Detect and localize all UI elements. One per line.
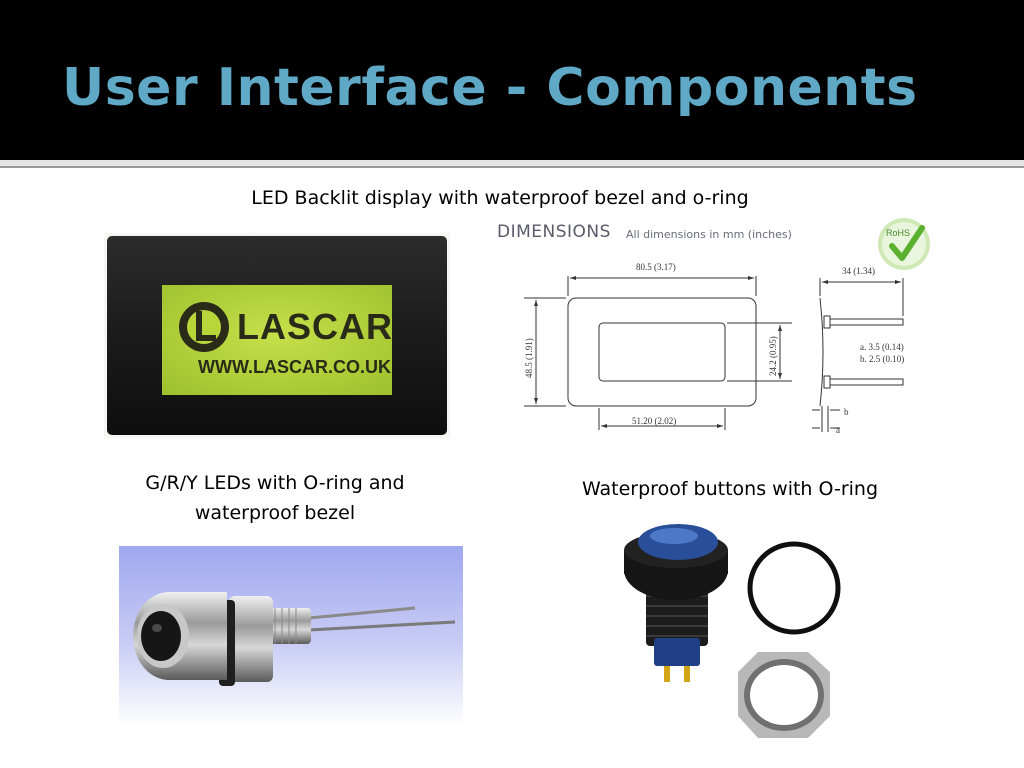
slide-header (0, 0, 1024, 160)
header-divider-shadow (0, 166, 1024, 168)
dimensions-subheading: All dimensions in mm (inches) (626, 228, 792, 241)
slide-title: User Interface - Components (62, 58, 918, 118)
buttons-caption: Waterproof buttons with O-ring (581, 478, 879, 500)
lcd-display-photo: LASCAR WWW.LASCAR.CO.UK (104, 233, 450, 438)
dim-mark-a: a (836, 425, 840, 435)
dim-note-a: a. 3.5 (0.14) (860, 342, 904, 352)
lcd-url-text: WWW.LASCAR.CO.UK (198, 357, 391, 377)
led-caption-line2: waterproof bezel (194, 502, 356, 524)
led-holder-photo (119, 546, 463, 726)
dimensions-drawing: 80.5 (3.17) 48.5 (1.91) 24.2 (0.95) 51.2… (524, 262, 904, 435)
dim-window-height-label: 24.2 (0.95) (768, 336, 778, 376)
dimensions-heading: DIMENSIONS (497, 222, 611, 242)
rohs-check-icon: RoHS (878, 218, 930, 270)
header-divider (0, 160, 1024, 166)
dim-width-label: 80.5 (3.17) (636, 262, 676, 272)
led-caption-line1: G/R/Y LEDs with O-ring and (145, 472, 405, 494)
lcd-brand-text: LASCAR (237, 306, 393, 347)
dim-height-label: 48.5 (1.91) (524, 338, 534, 378)
waterproof-button-photo (608, 520, 870, 748)
dim-note-b: b. 2.5 (0.10) (860, 354, 904, 364)
dim-window-width-label: 51.20 (2.02) (632, 416, 676, 426)
lascar-logo-icon (179, 302, 229, 352)
lcd-caption: LED Backlit display with waterproof beze… (251, 187, 749, 209)
dim-depth-label: 34 (1.34) (842, 266, 875, 276)
dim-mark-b: b (844, 407, 849, 417)
rohs-label: RoHS (886, 228, 910, 238)
led-caption: G/R/Y LEDs with O-ring and waterproof be… (110, 468, 440, 528)
